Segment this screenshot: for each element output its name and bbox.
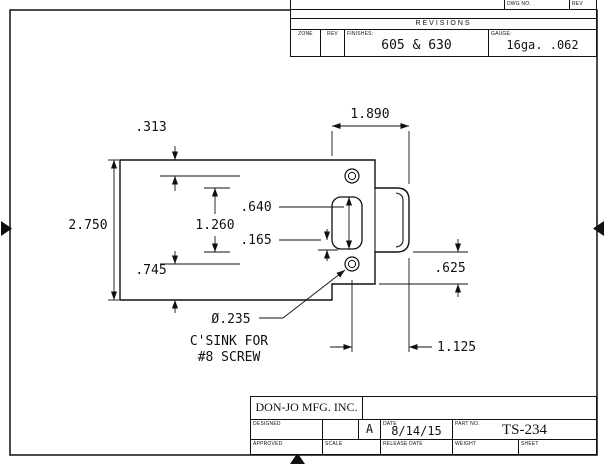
dim-640-label: .640 xyxy=(240,200,271,215)
hole-note-line1: C'SINK FOR xyxy=(190,334,268,349)
dim-1260: 1.260 xyxy=(195,187,235,253)
weight-label: WEIGHT xyxy=(455,441,477,447)
gauge-label: GAUGE: xyxy=(491,31,512,37)
dim-165-label: .165 xyxy=(240,233,271,248)
dim-1890-label: 1.890 xyxy=(350,107,389,122)
hole-note-line2: #8 SCREW xyxy=(198,350,261,365)
center-mark-right-icon xyxy=(593,221,604,236)
title-blank-cell xyxy=(363,397,596,419)
hole-dia-label: Ø.235 xyxy=(211,312,250,327)
date-label: DATE xyxy=(383,421,397,427)
title-small-blank-cell xyxy=(323,420,359,439)
finishes-value: 605 & 630 xyxy=(381,38,452,53)
rev-strip-label: REV xyxy=(569,0,596,9)
approved-label: APPROVED xyxy=(253,441,283,447)
release-date-label: RELEASE DATE xyxy=(383,441,423,447)
hole-callout: Ø.235 C'SINK FOR #8 SCREW xyxy=(190,269,346,365)
rev-header: REV xyxy=(321,30,345,56)
bottom-hole-inner xyxy=(347,259,357,269)
top-hole-outer xyxy=(344,168,360,184)
revisions-empty-row xyxy=(291,10,596,19)
dwg-no-blank-cell xyxy=(291,0,504,9)
dim-313-label: .313 xyxy=(135,120,166,135)
title-block: DON-JO MFG. INC. DESIGNED A DATE 8/14/15… xyxy=(250,396,597,455)
sheet-label: SHEET xyxy=(521,441,539,447)
part-no-value: TS-234 xyxy=(502,422,547,438)
revisions-block: REVISIONS ZONE REV FINISHES: 605 & 630 G… xyxy=(290,10,597,57)
dim-1125: 1.125 xyxy=(330,258,476,355)
approved-cell: APPROVED xyxy=(251,440,323,454)
date-value: 8/14/15 xyxy=(391,424,442,438)
dim-745-label: .745 xyxy=(135,263,166,278)
sheet-cell: SHEET xyxy=(519,440,596,454)
dim-640: .640 xyxy=(240,197,353,249)
zone-header: ZONE xyxy=(291,30,321,56)
dim-165: .165 xyxy=(240,229,338,261)
center-mark-left-icon xyxy=(1,221,12,236)
dwg-no-strip: DWG NO. REV xyxy=(290,0,597,10)
dim-1125-label: 1.125 xyxy=(437,340,476,355)
company-name: DON-JO MFG. INC. xyxy=(251,397,363,419)
dwg-no-label: DWG NO. xyxy=(504,0,569,9)
lip-inner-profile xyxy=(395,192,404,248)
weight-cell: WEIGHT xyxy=(453,440,519,454)
dim-2750-label: 2.750 xyxy=(68,218,107,233)
dim-2750: 2.750 xyxy=(68,159,119,301)
part-outline xyxy=(119,159,410,301)
finishes-label: FINISHES: xyxy=(347,31,374,37)
dim-313: .313 xyxy=(135,120,240,191)
dim-1890: 1.890 xyxy=(331,107,410,184)
scale-cell: SCALE xyxy=(323,440,381,454)
bottom-hole-outer xyxy=(344,256,360,272)
rev-letter-value: A xyxy=(359,420,381,439)
designed-cell: DESIGNED xyxy=(251,420,323,439)
part-view xyxy=(119,159,410,301)
part-no-label: PART NO. xyxy=(455,421,480,427)
center-mark-bottom-icon xyxy=(290,453,305,464)
gauge-value: 16ga. .062 xyxy=(506,38,579,52)
top-hole-inner xyxy=(347,171,357,181)
finishes-cell: FINISHES: 605 & 630 xyxy=(345,30,489,56)
gauge-cell: GAUGE: 16ga. .062 xyxy=(489,30,596,56)
dim-1260-label: 1.260 xyxy=(195,218,234,233)
release-date-cell: RELEASE DATE xyxy=(381,440,453,454)
revisions-header: REVISIONS xyxy=(291,19,596,30)
dim-745: .745 xyxy=(135,251,240,313)
leader-line xyxy=(282,269,346,319)
dim-625: .625 xyxy=(379,239,468,297)
designed-label: DESIGNED xyxy=(253,421,281,427)
dim-625-label: .625 xyxy=(434,261,465,276)
date-cell: DATE 8/14/15 xyxy=(381,420,453,439)
part-no-cell: PART NO. TS-234 xyxy=(453,420,596,439)
scale-label: SCALE xyxy=(325,441,343,447)
